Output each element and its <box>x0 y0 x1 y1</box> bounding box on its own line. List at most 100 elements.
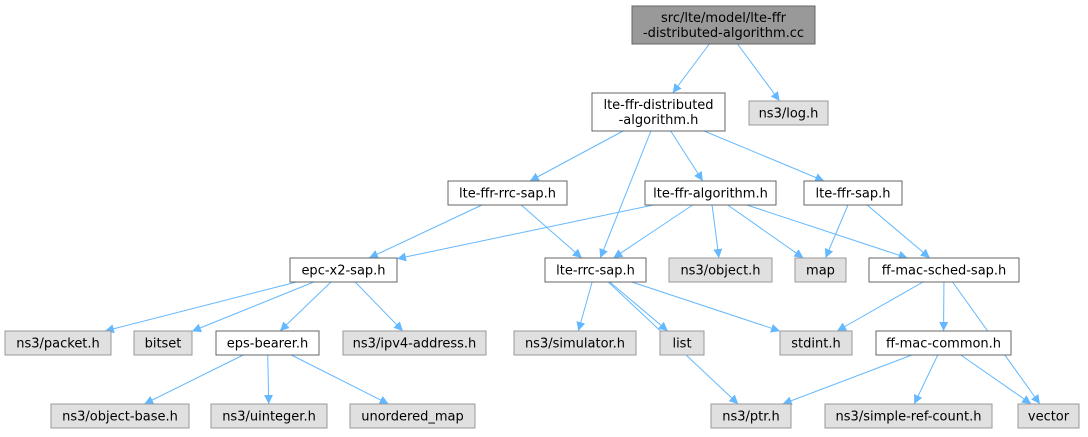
node-label: ns3/simple-ref-count.h <box>836 410 982 425</box>
node-label: lte-ffr-sap.h <box>816 187 891 202</box>
edge-lte-ffr-distributed-algorithm-h-to-lte-ffr-algorithm-h <box>670 130 704 182</box>
node-label: -algorithm.h <box>619 113 699 128</box>
edge-lte-ffr-algorithm-h-to-epc-x2-sap-h <box>396 204 654 262</box>
edge-epc-x2-sap-h-to-bitset <box>191 281 315 333</box>
node-label: bitset <box>145 337 182 352</box>
node-box <box>868 257 1020 283</box>
edge-lte-ffr-sap-h-to-ff-mac-sched-sap-h <box>866 204 931 259</box>
node-ns3-simulator-h: ns3/simulator.h <box>513 330 637 356</box>
edge-lte-ffr-algorithm-h-to-map <box>727 204 804 259</box>
node-label: ns3/packet.h <box>16 337 100 352</box>
node-box <box>210 403 328 429</box>
edge-lte-rrc-sap-h-to-ns3-simulator-h <box>576 281 593 332</box>
edge-lte-ffr-distributed-algorithm-h-to-lte-rrc-sap-h <box>599 130 652 259</box>
edge-lte-ffr-sap-h-to-map <box>824 204 849 259</box>
node-ff-mac-common-h[interactable]: ff-mac-common.h <box>875 330 1012 356</box>
node-label: lte-rrc-sap.h <box>556 264 635 279</box>
node-box <box>50 403 190 429</box>
node-ns3-log-h: ns3/log.h <box>748 100 829 126</box>
node-ns3-ptr-h: ns3/ptr.h <box>710 403 792 429</box>
node-box <box>631 5 816 45</box>
node-label: ns3/log.h <box>759 107 819 122</box>
node-label: ns3/ipv4-address.h <box>353 337 477 352</box>
edge-eps-bearer-h-to-ns3-object-base-h <box>144 354 244 405</box>
edge-epc-x2-sap-h-to-ns3-packet-h <box>104 281 297 334</box>
node-label: ff-mac-sched-sap.h <box>882 264 1007 279</box>
node-eps-bearer-h[interactable]: eps-bearer.h <box>215 330 320 356</box>
edge-epc-x2-sap-h-to-ns3-ipv4-address-h <box>354 281 404 332</box>
node-box <box>513 330 637 356</box>
node-map: map <box>794 257 847 283</box>
node-label: lte-ffr-algorithm.h <box>653 187 768 202</box>
node-box <box>133 330 193 356</box>
node-box <box>803 180 903 206</box>
edge-lte-ffr-distributed-algorithm-h-to-lte-ffr-rrc-sap-h <box>529 130 624 182</box>
node-list: list <box>659 330 705 356</box>
edge-root-to-ns3-log-h <box>737 43 781 102</box>
node-label: lte-ffr-rrc-sap.h <box>459 187 556 202</box>
node-root: src/lte/model/lte-ffr-distributed-algori… <box>631 5 816 45</box>
node-box <box>4 330 112 356</box>
dependency-edges <box>104 43 1041 406</box>
node-bitset: bitset <box>133 330 193 356</box>
edge-lte-ffr-distributed-algorithm-h-to-lte-ffr-sap-h <box>703 130 825 182</box>
edge-lte-ffr-algorithm-h-to-ns3-object-h <box>711 204 723 259</box>
edge-lte-rrc-sap-h-to-list <box>609 281 669 332</box>
node-label: ns3/ptr.h <box>722 410 780 425</box>
edge-lte-ffr-rrc-sap-h-to-lte-rrc-sap-h <box>520 204 583 259</box>
edge-eps-bearer-h-to-ns3-uinteger-h <box>264 354 274 405</box>
node-lte-ffr-sap-h[interactable]: lte-ffr-sap.h <box>803 180 903 206</box>
edge-ff-mac-common-h-to-ns3-ptr-h <box>782 354 913 406</box>
node-ns3-simple-ref-count-h: ns3/simple-ref-count.h <box>824 403 993 429</box>
node-box <box>342 330 487 356</box>
edge-ff-mac-sched-sap-h-to-stdint-h <box>836 281 924 332</box>
node-box <box>824 403 993 429</box>
node-box <box>349 403 476 429</box>
node-box <box>794 257 847 283</box>
node-ns3-packet-h: ns3/packet.h <box>4 330 112 356</box>
node-unordered-map: unordered_map <box>349 403 476 429</box>
node-ns3-ipv4-address-h: ns3/ipv4-address.h <box>342 330 487 356</box>
node-label: -distributed-algorithm.cc <box>643 26 804 41</box>
node-ff-mac-sched-sap-h[interactable]: ff-mac-sched-sap.h <box>868 257 1020 283</box>
node-label: ns3/object-base.h <box>62 410 178 425</box>
edge-root-to-lte-ffr-distributed-algorithm-h <box>672 43 710 94</box>
node-box <box>215 330 320 356</box>
node-epc-x2-sap-h[interactable]: epc-x2-sap.h <box>289 257 398 283</box>
node-box <box>659 330 705 356</box>
node-ns3-object-h: ns3/object.h <box>668 257 773 283</box>
edge-eps-bearer-h-to-unordered-map <box>291 354 389 405</box>
node-stdint-h: stdint.h <box>779 330 853 356</box>
edge-lte-ffr-algorithm-h-to-ff-mac-sched-sap-h <box>746 204 908 260</box>
edge-ff-mac-common-h-to-ns3-simple-ref-count-h <box>913 354 939 405</box>
node-label: eps-bearer.h <box>227 337 309 352</box>
node-box <box>1017 403 1080 429</box>
node-label: unordered_map <box>361 410 464 425</box>
node-box <box>447 180 568 206</box>
node-ns3-uinteger-h: ns3/uinteger.h <box>210 403 328 429</box>
edge-lte-ffr-algorithm-h-to-lte-rrc-sap-h <box>613 204 693 259</box>
node-vector: vector <box>1017 403 1080 429</box>
edge-epc-x2-sap-h-to-eps-bearer-h <box>279 281 332 332</box>
node-box <box>710 403 792 429</box>
node-box <box>668 257 773 283</box>
node-label: ns3/uinteger.h <box>222 410 316 425</box>
node-lte-ffr-rrc-sap-h[interactable]: lte-ffr-rrc-sap.h <box>447 180 568 206</box>
node-label: epc-x2-sap.h <box>301 264 385 279</box>
file-nodes: src/lte/model/lte-ffr-distributed-algori… <box>4 5 1080 429</box>
node-lte-ffr-distributed-algorithm-h[interactable]: lte-ffr-distributed-algorithm.h <box>591 92 726 132</box>
node-box <box>748 100 829 126</box>
node-label: ff-mac-common.h <box>886 337 1001 352</box>
node-box <box>644 180 777 206</box>
node-label: list <box>672 337 691 352</box>
node-lte-ffr-algorithm-h[interactable]: lte-ffr-algorithm.h <box>644 180 777 206</box>
node-box <box>289 257 398 283</box>
node-label: ns3/simulator.h <box>525 337 625 352</box>
node-box <box>591 92 726 132</box>
node-box <box>779 330 853 356</box>
node-label: ns3/object.h <box>680 264 760 279</box>
node-label: src/lte/model/lte-ffr <box>661 11 787 26</box>
node-lte-rrc-sap-h[interactable]: lte-rrc-sap.h <box>544 257 647 283</box>
edge-lte-rrc-sap-h-to-stdint-h <box>631 281 781 333</box>
